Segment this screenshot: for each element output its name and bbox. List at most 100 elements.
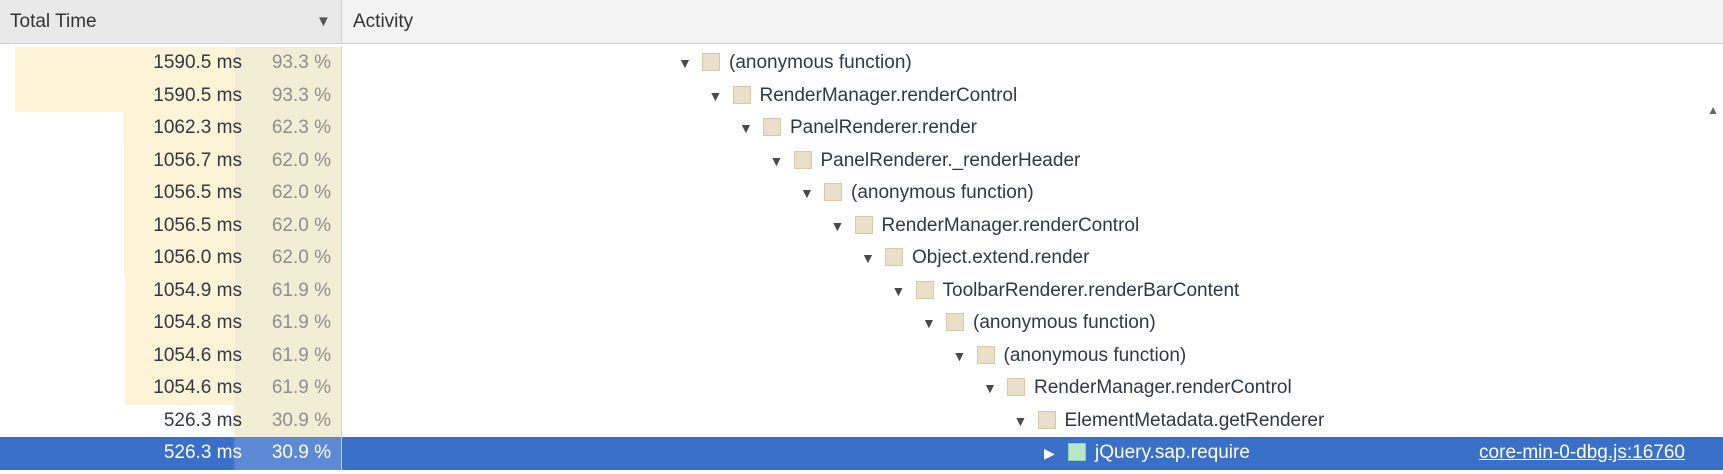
function-name: (anonymous function): [851, 182, 1034, 203]
function-name: RenderManager.renderControl: [1034, 377, 1292, 398]
category-color-swatch: [732, 85, 751, 104]
total-time-ms: 1054.6 ms: [153, 344, 242, 366]
percent-background: [235, 47, 341, 80]
function-name: PanelRenderer._renderHeader: [820, 149, 1081, 171]
collapse-triangle-icon[interactable]: ▼: [861, 250, 875, 266]
total-time-ms: 1056.5 ms: [153, 214, 242, 236]
function-name: ToolbarRenderer.renderBarContent: [942, 279, 1240, 301]
collapse-triangle-icon[interactable]: ▼: [708, 87, 723, 104]
percent-background: [235, 404, 341, 437]
table-row[interactable]: 526.3 ms 30.9 % ▼ ElementMetadata.getRender…: [0, 404, 1723, 437]
total-time-cell: 1054.6 ms 61.9 %: [0, 372, 342, 405]
total-time-cell: 526.3 ms 30.9 %: [0, 437, 342, 470]
total-time-percent: 61.9 %: [271, 377, 331, 398]
total-time-ms: 1056.0 ms: [153, 247, 242, 268]
collapse-triangle-icon[interactable]: ▼: [891, 282, 906, 299]
category-color-swatch: [976, 345, 995, 364]
collapse-triangle-icon[interactable]: ▼: [678, 55, 692, 71]
category-color-swatch: [1068, 443, 1086, 461]
collapse-triangle-icon[interactable]: ▼: [830, 217, 845, 234]
table-row[interactable]: 1054.8 ms 61.9 % ▼ (anonymous function): [0, 307, 1723, 340]
activity-header-label: Activity: [353, 11, 414, 32]
total-time-percent: 61.9 %: [271, 312, 331, 333]
function-name: RenderManager.renderControl: [759, 84, 1018, 106]
total-time-column-header[interactable]: Total Time ▼: [0, 0, 342, 43]
scroll-up-arrow-icon[interactable]: ▲: [1707, 103, 1719, 117]
percent-background: [235, 372, 341, 405]
percent-background: [235, 437, 341, 470]
total-time-cell: 1054.8 ms 61.9 %: [0, 307, 342, 340]
table-row[interactable]: 1054.6 ms 61.9 % ▼ (anonymous function): [0, 339, 1723, 372]
table-row[interactable]: 1056.7 ms 62.0 % ▼ PanelRenderer._renderHea…: [0, 144, 1723, 177]
percent-background: [235, 79, 341, 112]
total-time-cell: 526.3 ms 30.9 %: [0, 404, 342, 437]
table-header: Total Time ▼ Activity: [0, 0, 1723, 44]
percent-background: [235, 242, 341, 275]
total-time-ms: 1590.5 ms: [153, 84, 242, 106]
total-time-header-label: Total Time: [10, 11, 97, 32]
percent-background: [235, 209, 341, 242]
function-name: (anonymous function): [1003, 344, 1187, 366]
total-time-ms: 1062.3 ms: [153, 117, 242, 138]
category-color-swatch: [946, 313, 964, 331]
total-time-ms: 526.3 ms: [163, 442, 242, 463]
function-name: ElementMetadata.getRenderer: [1064, 409, 1325, 431]
sort-descending-icon[interactable]: ▼: [316, 13, 331, 30]
table-row[interactable]: 1590.5 ms 93.3 % ▼ (anonymous function): [0, 47, 1723, 80]
total-time-percent: 62.0 %: [271, 214, 331, 236]
category-color-swatch: [915, 280, 934, 299]
total-time-ms: 1056.5 ms: [153, 182, 242, 203]
category-color-swatch: [854, 215, 873, 234]
total-time-percent: 30.9 %: [271, 442, 331, 463]
collapse-triangle-icon[interactable]: ▼: [769, 152, 784, 169]
percent-background: [235, 144, 341, 177]
function-name: PanelRenderer.render: [790, 117, 977, 138]
total-time-ms: 1054.6 ms: [153, 377, 242, 398]
total-time-percent: 62.0 %: [271, 149, 331, 171]
percent-background: [235, 274, 341, 307]
total-time-percent: 62.3 %: [271, 117, 331, 138]
total-time-percent: 30.9 %: [271, 409, 331, 431]
table-row[interactable]: 1062.3 ms 62.3 % ▼ PanelRenderer.render: [0, 112, 1723, 145]
collapse-triangle-icon[interactable]: ▼: [983, 380, 997, 396]
total-time-cell: 1062.3 ms 62.3 %: [0, 112, 342, 145]
total-time-percent: 61.9 %: [271, 279, 331, 301]
total-time-ms: 1054.8 ms: [153, 312, 242, 333]
collapse-triangle-icon[interactable]: ▼: [952, 347, 967, 364]
percent-background: [235, 112, 341, 145]
category-color-swatch: [1037, 410, 1056, 429]
total-time-percent: 61.9 %: [271, 344, 331, 366]
total-time-cell: 1054.6 ms 61.9 %: [0, 339, 342, 372]
category-color-swatch: [824, 183, 842, 201]
collapse-triangle-icon[interactable]: ▼: [800, 185, 814, 201]
total-time-ms: 526.3 ms: [163, 409, 242, 431]
category-color-swatch: [702, 53, 720, 71]
total-time-cell: 1056.0 ms 62.0 %: [0, 242, 342, 275]
expand-triangle-icon[interactable]: ▶: [1044, 445, 1055, 461]
total-time-ms: 1590.5 ms: [153, 52, 242, 73]
category-color-swatch: [885, 248, 903, 266]
function-name: (anonymous function): [973, 312, 1156, 333]
total-time-cell: 1056.5 ms 62.0 %: [0, 209, 342, 242]
collapse-triangle-icon[interactable]: ▼: [922, 315, 936, 331]
collapse-triangle-icon[interactable]: ▼: [739, 120, 753, 136]
total-time-cell: 1590.5 ms 93.3 %: [0, 47, 342, 80]
total-time-percent: 62.0 %: [271, 247, 331, 268]
total-time-percent: 62.0 %: [271, 182, 331, 203]
percent-background: [235, 339, 341, 372]
total-time-percent: 93.3 %: [271, 52, 331, 73]
collapse-triangle-icon[interactable]: ▼: [1013, 412, 1028, 429]
table-row[interactable]: 1056.5 ms 62.0 % ▼ (anonymous function): [0, 177, 1723, 210]
source-link[interactable]: core-min-0-dbg.js:16760: [1479, 442, 1685, 463]
total-time-ms: 1056.7 ms: [153, 149, 242, 171]
vertical-scrollbar[interactable]: ▲: [1707, 47, 1723, 357]
function-name: (anonymous function): [729, 52, 912, 73]
table-row[interactable]: 1054.6 ms 61.9 % ▼ RenderManager.renderCont…: [0, 372, 1723, 405]
